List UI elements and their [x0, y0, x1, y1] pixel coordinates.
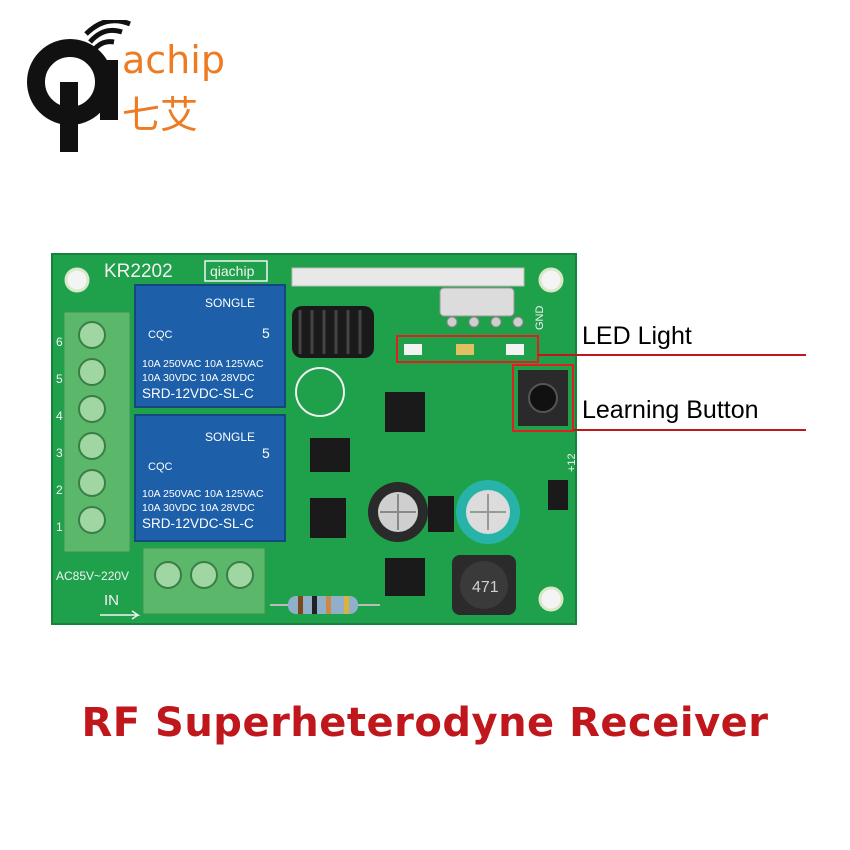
mount-hole	[538, 586, 564, 612]
in-arrow	[100, 610, 141, 620]
logo-chinese: 七艾	[122, 93, 199, 137]
svg-text:SONGLE: SONGLE	[205, 430, 255, 444]
logo-q-stem	[60, 82, 78, 152]
product-caption: RF Superheterodyne Receiver	[81, 700, 769, 746]
svg-text:SRD-12VDC-SL-C: SRD-12VDC-SL-C	[142, 516, 254, 531]
svg-text:CQC: CQC	[148, 461, 173, 473]
plus12-label: +12	[566, 453, 578, 472]
svg-text:2: 2	[56, 483, 63, 497]
svg-text:10A 250VAC 10A 125VAC: 10A 250VAC 10A 125VAC	[142, 488, 264, 500]
logo-word: achip	[122, 38, 225, 82]
svg-text:SONGLE: SONGLE	[205, 296, 255, 310]
wifi-signal-icon	[84, 20, 131, 52]
svg-text:SRD-12VDC-SL-C: SRD-12VDC-SL-C	[142, 386, 254, 401]
electrolytic-capacitor-left	[368, 482, 428, 542]
chips	[310, 392, 568, 596]
brand-label: qiachip	[210, 263, 255, 279]
relay-bottom: SONGLE CQC 5 10A 250VAC 10A 125VAC 10A 3…	[134, 414, 286, 542]
svg-text:5: 5	[262, 445, 270, 461]
module-pins	[446, 316, 524, 328]
led-highlight-box	[396, 335, 539, 363]
in-label: IN	[104, 592, 119, 609]
svg-text:3: 3	[56, 446, 63, 460]
led-light-callout: LED Light	[582, 322, 692, 350]
svg-text:4: 4	[56, 409, 63, 423]
learning-button-callout: Learning Button	[582, 396, 759, 424]
input-terminal-block	[142, 547, 266, 615]
output-terminal-block	[63, 311, 131, 553]
voltage-label: AC85V~220V	[56, 569, 129, 583]
learning-button	[518, 370, 568, 426]
svg-text:10A 30VDC 10A 28VDC: 10A 30VDC 10A 28VDC	[142, 372, 255, 384]
crystal	[439, 287, 515, 317]
logo-i-stem	[100, 60, 118, 120]
antenna-coil	[292, 306, 374, 358]
mount-hole	[538, 267, 564, 293]
led-row	[404, 344, 524, 355]
brand-label-box	[204, 260, 268, 282]
svg-text:6: 6	[56, 335, 63, 349]
svg-text:10A 30VDC 10A 28VDC: 10A 30VDC 10A 28VDC	[142, 502, 255, 514]
terminal-numbers: 6 5 4 3 2 1	[56, 335, 63, 534]
svg-text:1: 1	[56, 520, 63, 534]
resistor	[270, 596, 380, 614]
svg-text:CQC: CQC	[148, 329, 173, 341]
relay-top: SONGLE CQC 5 10A 250VAC 10A 125VAC 10A 3…	[134, 284, 286, 408]
inductor	[452, 555, 516, 615]
svg-text:10A 250VAC 10A 125VAC: 10A 250VAC 10A 125VAC	[142, 358, 264, 370]
electrolytic-capacitor-right	[456, 480, 520, 544]
inductor-label: 471	[472, 579, 499, 596]
qiachip-logo	[27, 20, 131, 152]
capacitor-outline	[295, 367, 345, 417]
board-model: KR2202	[104, 261, 173, 282]
svg-text:5: 5	[262, 325, 270, 341]
mount-hole	[64, 267, 90, 293]
button-highlight-box	[512, 364, 574, 432]
svg-text:5: 5	[56, 372, 63, 386]
gnd-label: GND	[534, 306, 546, 331]
rf-module	[291, 267, 525, 287]
